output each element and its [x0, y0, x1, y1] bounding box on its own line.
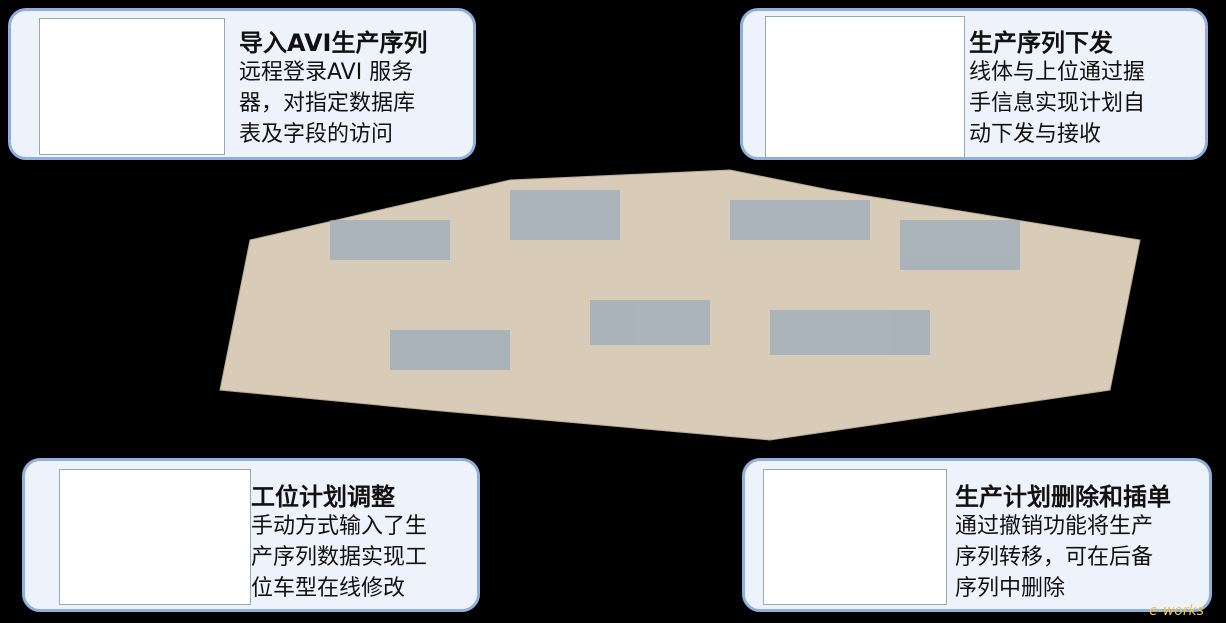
sequence-diagram-thumbnail — [763, 469, 947, 605]
sequence-screenshot-thumbnail — [765, 16, 965, 158]
db-screenshot-thumbnail — [39, 18, 225, 155]
panel-1-title: 导入AVI生产序列 — [239, 29, 428, 57]
panel-3-body: 手动方式输入了生 产序列数据实现工 位车型在线修改 — [251, 514, 428, 601]
panel-4: 生产计划删除和插单 通过撤销功能将生产 序列转移，可在后备 序列中删除 — [742, 458, 1212, 612]
panel-3: 工位计划调整 手动方式输入了生 产序列数据实现工 位车型在线修改 — [22, 458, 480, 612]
panel-1-body: 远程登录AVI 服务 器，对指定数据库 表及字段的访问 — [239, 60, 416, 147]
factory-floor-illustration — [219, 169, 1141, 441]
panel-2: 生产序列下发 线体与上位通过握 手信息实现计划自 动下发与接收 — [740, 8, 1208, 160]
panel-1: 导入AVI生产序列 远程登录AVI 服务 器，对指定数据库 表及字段的访问 — [8, 8, 476, 160]
panel-4-body: 通过撤销功能将生产 序列转移，可在后备 序列中删除 — [955, 514, 1154, 601]
panel-2-title: 生产序列下发 — [969, 29, 1113, 57]
panel-4-title: 生产计划删除和插单 — [955, 483, 1171, 511]
form-screenshot-thumbnail — [59, 469, 251, 605]
panel-2-body: 线体与上位通过握 手信息实现计划自 动下发与接收 — [969, 60, 1146, 147]
panel-3-title: 工位计划调整 — [251, 483, 395, 511]
watermark: e-works — [1149, 603, 1204, 619]
